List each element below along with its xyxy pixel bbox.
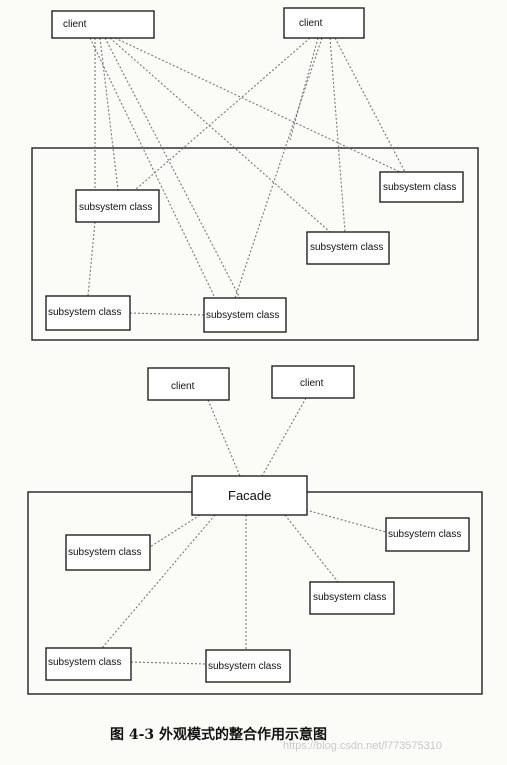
subsystem-class-box: subsystem class	[379, 171, 464, 203]
client-label: client	[300, 378, 324, 389]
subsystem-class-label: subsystem class	[206, 310, 279, 321]
subsystem-class-label: subsystem class	[48, 657, 121, 668]
subsystem-class-label: subsystem class	[383, 182, 456, 193]
facade-box: Facade	[191, 475, 308, 516]
connector	[89, 37, 216, 299]
connector	[234, 37, 323, 299]
subsystem-boundary	[31, 147, 479, 341]
connector	[134, 37, 311, 191]
client-label: client	[63, 19, 87, 30]
subsystem-class-box: subsystem class	[65, 534, 151, 571]
client-box: client	[147, 367, 230, 401]
diagram-without-facade: client client subsystem class subsystem …	[31, 7, 479, 341]
connector	[109, 37, 331, 233]
connector	[207, 399, 241, 477]
subsystem-class-box: subsystem class	[203, 297, 287, 333]
subsystem-class-label: subsystem class	[68, 547, 141, 558]
connector	[104, 37, 241, 299]
client-box: client	[51, 10, 155, 39]
facade-label: Facade	[228, 488, 271, 503]
connector	[305, 509, 387, 533]
connector-lines	[101, 397, 387, 665]
subsystem-class-box: subsystem class	[385, 517, 470, 552]
connector	[114, 37, 401, 173]
subsystem-class-label: subsystem class	[48, 307, 121, 318]
client-label: client	[171, 381, 195, 392]
subsystem-class-box: subsystem class	[306, 231, 390, 265]
watermark: https://blog.csdn.net/l773575310	[283, 740, 442, 752]
connector	[261, 397, 307, 477]
connector	[149, 514, 201, 548]
connector	[87, 221, 96, 297]
connector	[99, 37, 119, 191]
connector	[334, 37, 406, 173]
subsystem-class-label: subsystem class	[310, 242, 383, 253]
subsystem-class-label: subsystem class	[313, 592, 386, 603]
connector	[329, 37, 346, 233]
subsystem-class-box: subsystem class	[75, 189, 160, 223]
connector-lines	[87, 37, 406, 316]
connector	[284, 514, 339, 583]
figure-caption: 图 4-3 外观模式的整合作用示意图	[110, 726, 327, 743]
subsystem-class-label: subsystem class	[208, 661, 281, 672]
connector	[101, 514, 216, 649]
subsystem-class-box: subsystem class	[45, 647, 132, 681]
connector	[129, 312, 205, 316]
subsystem-class-box: subsystem class	[309, 581, 395, 615]
client-box: client	[283, 7, 365, 39]
subsystem-class-label: subsystem class	[388, 529, 461, 540]
connector	[130, 661, 207, 665]
subsystem-class-label: subsystem class	[79, 202, 152, 213]
client-box: client	[271, 365, 355, 399]
client-label: client	[299, 18, 323, 29]
connector	[289, 37, 319, 141]
subsystem-class-box: subsystem class	[205, 649, 291, 683]
subsystem-class-box: subsystem class	[45, 295, 131, 331]
diagram-with-facade: client client Facade subsystem class sub…	[27, 365, 483, 695]
